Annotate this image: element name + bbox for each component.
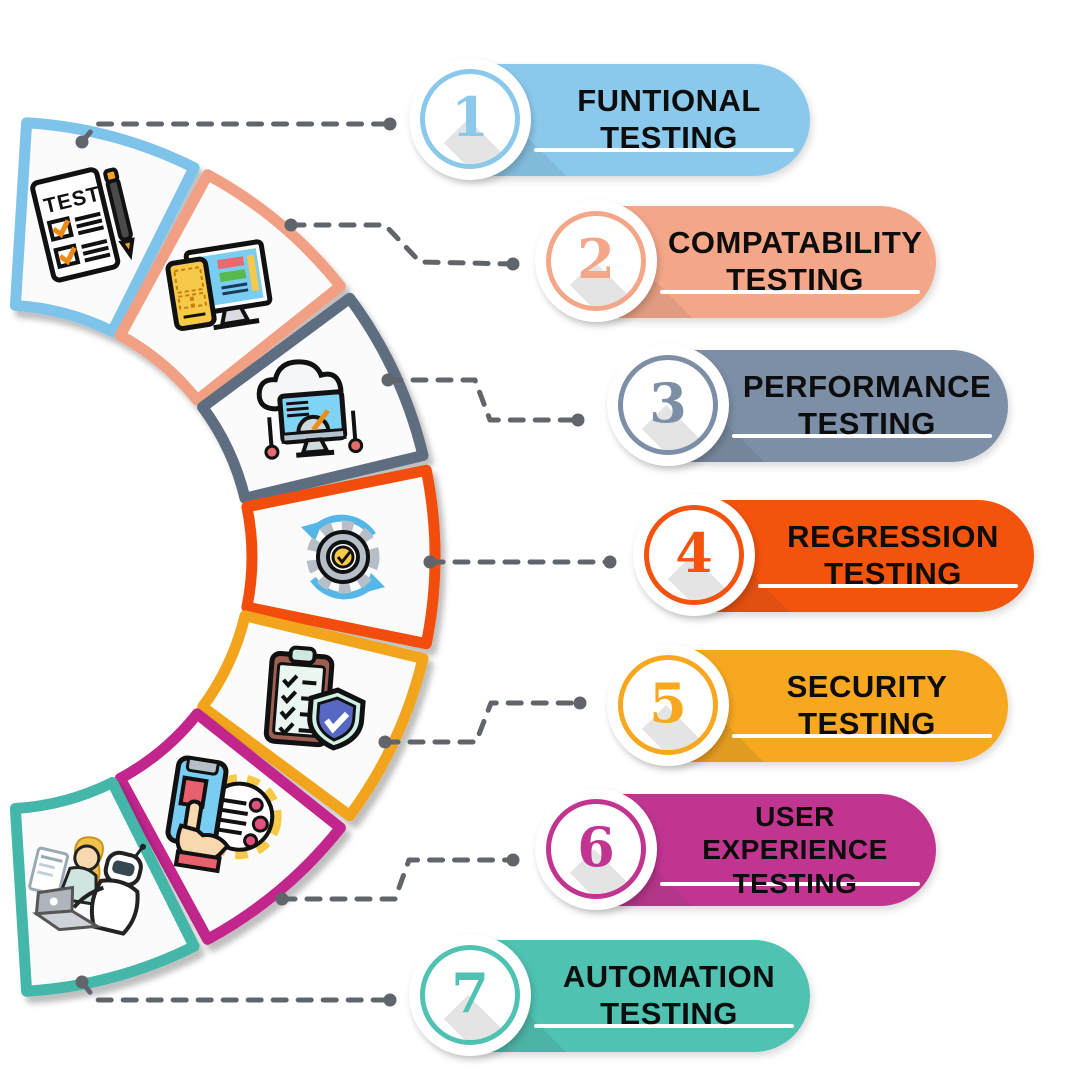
- connector-5: [382, 700, 583, 745]
- pill-underline: [732, 434, 992, 438]
- pill-underline: [534, 148, 794, 152]
- connector-dot: [423, 555, 437, 569]
- step-number: 2: [577, 227, 615, 291]
- badge-ring: 7: [420, 945, 520, 1045]
- robot-laptop-icon: [28, 836, 146, 936]
- step-pill-4: REGRESSION TESTING 4: [633, 494, 1034, 616]
- step-label: AUTOMATION TESTING: [562, 959, 776, 1031]
- connector-dot: [381, 373, 395, 387]
- gear-refresh-icon: [301, 514, 385, 600]
- pill-underline: [758, 584, 1018, 588]
- step-number-badge: 3: [607, 344, 729, 466]
- step-label: PERFORMANCE TESTING: [742, 369, 992, 441]
- badge-ring: 5: [618, 655, 718, 755]
- step-number: 1: [451, 85, 489, 149]
- step-label: REGRESSION TESTING: [787, 519, 999, 591]
- connector-2: [288, 222, 516, 267]
- step-pill-1: FUNTIONAL TESTING 1: [409, 58, 810, 180]
- test-checklist-icon: TEST: [30, 167, 135, 283]
- step-number-badge: 4: [633, 494, 755, 616]
- connector-dot: [284, 218, 298, 232]
- connector-6: [279, 857, 516, 902]
- pill-underline: [660, 290, 920, 294]
- step-pill-7: AUTOMATION TESTING 7: [409, 934, 810, 1056]
- step-pill-3: PERFORMANCE TESTING 3: [607, 344, 1008, 466]
- step-number-badge: 7: [409, 934, 531, 1056]
- connector-dot: [571, 413, 585, 427]
- connector-3: [385, 377, 581, 423]
- step-label: USER EXPERIENCE TESTING: [702, 800, 888, 899]
- step-number: 7: [451, 961, 489, 1025]
- step-pill-2: COMPATABILITY TESTING 2: [535, 200, 936, 322]
- step-label: COMPATABILITY TESTING: [668, 225, 923, 297]
- step-number-badge: 1: [409, 58, 531, 180]
- connector-dot: [603, 555, 617, 569]
- step-number: 4: [675, 521, 713, 585]
- step-pill-6: USER EXPERIENCE TESTING 6: [535, 788, 936, 910]
- connector-dot: [506, 853, 520, 867]
- step-number: 3: [649, 371, 687, 435]
- badge-ring: 2: [546, 211, 646, 311]
- connector-dot: [383, 117, 397, 131]
- badge-ring: 4: [644, 505, 744, 605]
- step-number: 6: [577, 815, 615, 879]
- connector-dot: [75, 135, 89, 149]
- step-pill-5: SECURITY TESTING 5: [607, 644, 1008, 766]
- connector-1: [79, 121, 393, 145]
- step-label: FUNTIONAL TESTING: [577, 83, 761, 155]
- pill-underline: [660, 882, 920, 886]
- step-number-badge: 6: [535, 788, 657, 910]
- step-number: 5: [649, 671, 687, 735]
- cloud-performance-icon: [256, 359, 364, 460]
- badge-ring: 1: [420, 69, 520, 169]
- clipboard-shield-icon: [263, 645, 366, 751]
- connector-dot: [275, 892, 289, 906]
- badge-ring: 6: [546, 799, 646, 899]
- step-number-badge: 2: [535, 200, 657, 322]
- connector-dot: [75, 975, 89, 989]
- connector-dot: [378, 735, 392, 749]
- pill-underline: [534, 1024, 794, 1028]
- connector-dot: [506, 257, 520, 271]
- connector-7: [79, 979, 393, 1003]
- connector-dot: [573, 696, 587, 710]
- step-number-badge: 5: [607, 644, 729, 766]
- pill-underline: [732, 734, 992, 738]
- device-compatibility-icon: [165, 239, 273, 331]
- badge-ring: 3: [618, 355, 718, 455]
- connector-dot: [383, 993, 397, 1007]
- touch-phone-gear-icon: [165, 755, 282, 874]
- step-label: SECURITY TESTING: [786, 669, 948, 741]
